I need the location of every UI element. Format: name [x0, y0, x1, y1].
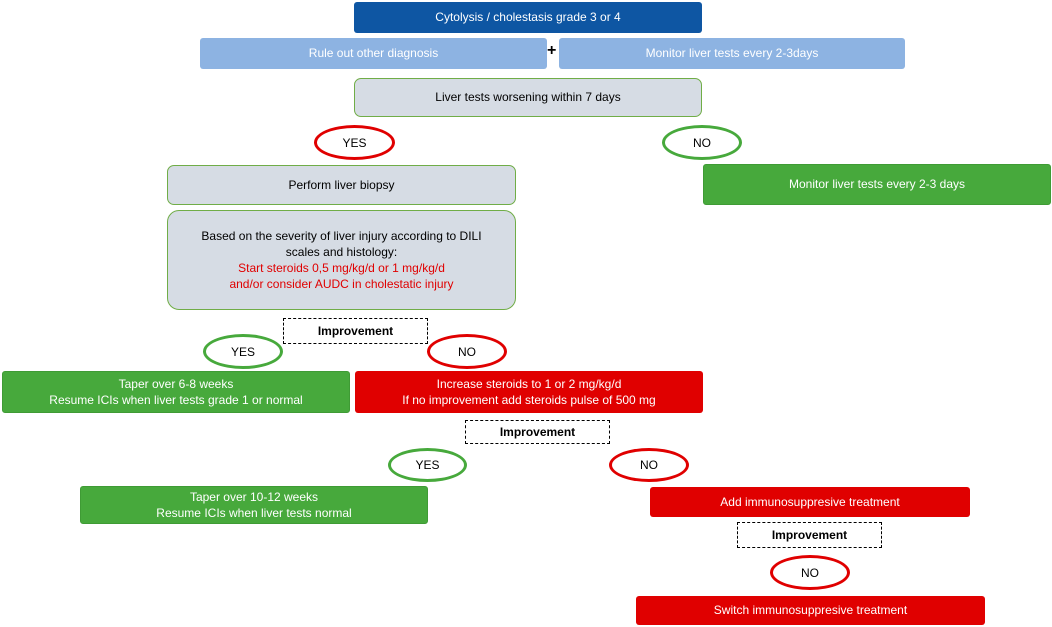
worsening-node: Liver tests worsening within 7 days — [354, 78, 702, 117]
severity-line-1: Based on the severity of liver injury ac… — [201, 228, 482, 243]
no-oval-2-label: NO — [458, 344, 476, 359]
worsening-label: Liver tests worsening within 7 days — [435, 90, 621, 105]
no-oval-1-label: NO — [693, 135, 711, 150]
start-node-label: Cytolysis / cholestasis grade 3 or 4 — [435, 10, 621, 25]
improvement-2-label: Improvement — [499, 425, 576, 439]
monitor-every-2-3-label: Monitor liver tests every 2-3days — [645, 46, 819, 61]
plus-sign: + — [547, 42, 557, 59]
no-oval-2: NO — [427, 334, 507, 369]
add-immuno-label: Add immunosuppresive treatment — [720, 494, 900, 509]
biopsy-label: Perform liver biopsy — [288, 177, 395, 192]
severity-node: Based on the severity of liver injury ac… — [167, 210, 516, 310]
yes-oval-1: YES — [314, 125, 395, 160]
monitor-no-label: Monitor liver tests every 2-3 days — [788, 177, 966, 192]
improvement-box-3: Improvement — [737, 522, 882, 548]
switch-immuno-label: Switch immunosuppresive treatment — [713, 603, 908, 618]
improvement-1-label: Improvement — [317, 324, 394, 338]
monitor-every-2-3-node: Monitor liver tests every 2-3days — [559, 38, 905, 69]
yes-oval-1-label: YES — [342, 135, 367, 150]
severity-line-2: scales and histology: — [285, 244, 398, 259]
add-immuno-node: Add immunosuppresive treatment — [650, 487, 970, 517]
monitor-no-node: Monitor liver tests every 2-3 days — [703, 164, 1051, 205]
yes-oval-2-label: YES — [230, 344, 255, 359]
rule-out-node: Rule out other diagnosis — [200, 38, 547, 69]
yes-oval-3-label: YES — [415, 458, 440, 472]
no-oval-4-label: NO — [801, 565, 819, 580]
switch-immuno-node: Switch immunosuppresive treatment — [636, 596, 985, 625]
no-oval-3-label: NO — [640, 458, 658, 472]
yes-oval-2: YES — [203, 334, 283, 369]
taper-6-8-line-2: Resume ICIs when liver tests grade 1 or … — [49, 393, 303, 407]
improvement-box-2: Improvement — [465, 420, 610, 444]
taper-6-8-node: Taper over 6-8 weeks Resume ICIs when li… — [2, 371, 350, 413]
improvement-box-1: Improvement — [283, 318, 428, 344]
taper-10-12-line-1: Taper over 10-12 weeks — [189, 489, 319, 504]
taper-10-12-node: Taper over 10-12 weeks Resume ICIs when … — [80, 486, 428, 524]
improvement-3-label: Improvement — [771, 528, 848, 542]
increase-steroids-line-1: Increase steroids to 1 or 2 mg/kg/d — [436, 376, 622, 391]
severity-line-4: and/or consider AUDC in cholestatic inju… — [229, 277, 454, 292]
start-node: Cytolysis / cholestasis grade 3 or 4 — [354, 2, 702, 33]
taper-10-12-line-2: Resume ICIs when liver tests normal — [156, 506, 352, 520]
taper-6-8-line-1: Taper over 6-8 weeks — [118, 376, 234, 391]
increase-steroids-line-2: If no improvement add steroids pulse of … — [402, 393, 656, 407]
rule-out-label: Rule out other diagnosis — [308, 46, 439, 61]
no-oval-4: NO — [770, 555, 850, 590]
increase-steroids-node: Increase steroids to 1 or 2 mg/kg/d If n… — [355, 371, 703, 413]
no-oval-3: NO — [609, 448, 689, 482]
yes-oval-3: YES — [388, 448, 467, 482]
no-oval-1: NO — [662, 125, 742, 160]
biopsy-node: Perform liver biopsy — [167, 165, 516, 205]
severity-line-3: Start steroids 0,5 mg/kg/d or 1 mg/kg/d — [238, 261, 445, 275]
